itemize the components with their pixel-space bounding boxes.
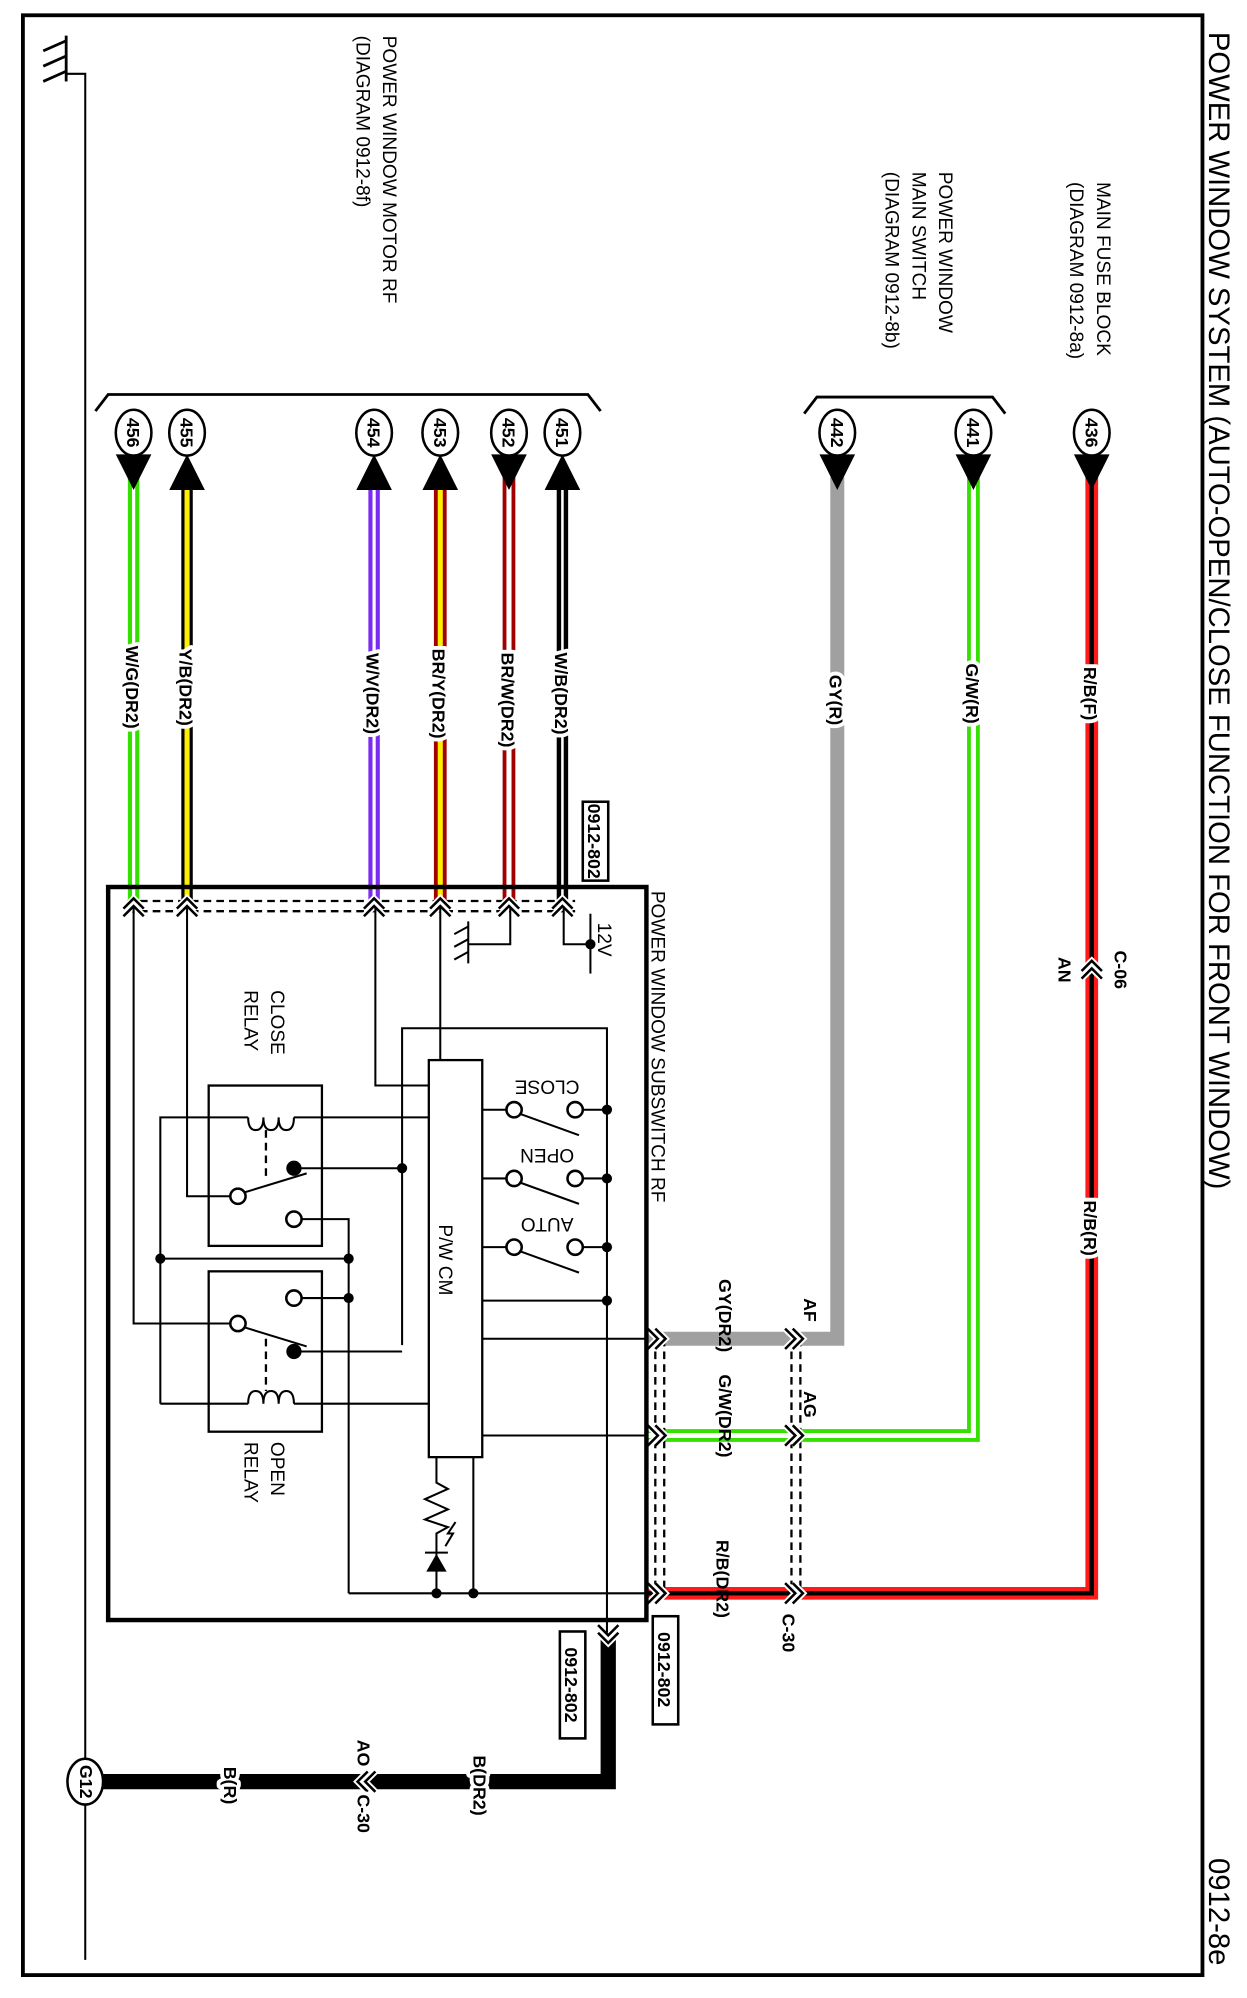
- svg-text:POWER WINDOW MOTOR RF: POWER WINDOW MOTOR RF: [378, 36, 399, 304]
- ground-g12: G12: [66, 1757, 105, 1806]
- terminal-442: 442: [818, 408, 857, 490]
- ground-bus-line: [66, 72, 87, 1960]
- terminal-451: 451: [543, 408, 582, 490]
- wire-label-b-r: B(R): [220, 1767, 240, 1805]
- terminal-441: 441: [954, 408, 993, 490]
- svg-text:452: 452: [499, 418, 519, 448]
- wire-label-r-b-dr2: R/B(DR2): [712, 1540, 732, 1618]
- switch-open: [482, 1169, 613, 1205]
- connector-c06-label: C-06: [1111, 950, 1131, 989]
- svg-text:436: 436: [1081, 418, 1101, 448]
- supply-12v-label: 12V: [593, 923, 614, 957]
- main-fuse-block-label: MAIN FUSE BLOCK (DIAGRAM 0912-8a): [1065, 182, 1113, 359]
- connector-c30b-label: C-30: [354, 1794, 374, 1833]
- svg-text:0912-802: 0912-802: [561, 1647, 581, 1722]
- switch-open-label: OPEN: [520, 1144, 574, 1165]
- svg-text:441: 441: [963, 418, 983, 448]
- subswitch-circuit: [132, 907, 647, 1633]
- connector-ref-box-top: 0912-802: [581, 800, 610, 882]
- page-frame: [20, 13, 1205, 1978]
- wire-label-g-w-r: G/W(R): [962, 663, 982, 723]
- wire-label-b-dr2: B(DR2): [469, 1755, 489, 1815]
- switch-close-label: CLOSE: [515, 1075, 580, 1096]
- wire-g-w: [646, 477, 980, 1442]
- svg-text:G12: G12: [76, 1765, 96, 1799]
- led-icon: [424, 1521, 457, 1572]
- terminal-453: 453: [421, 408, 460, 490]
- wire-label-gy-r: GY(R): [826, 675, 846, 725]
- wire-label-g-w-dr2: G/W(DR2): [715, 1374, 735, 1457]
- svg-text:454: 454: [364, 418, 384, 448]
- wire-r-b: [646, 477, 1099, 1600]
- connector-af-label: AF: [800, 1298, 820, 1322]
- terminal-456: 456: [114, 408, 153, 490]
- svg-text:456: 456: [123, 418, 143, 448]
- svg-text:POWER WINDOW: POWER WINDOW: [934, 172, 955, 333]
- wire-b-ground: [85, 1632, 616, 1790]
- ground-exit-chevron-icon: [598, 1625, 618, 1643]
- motor-label: POWER WINDOW MOTOR RF (DIAGRAM 0912-8f): [351, 36, 399, 304]
- svg-text:0912-802: 0912-802: [584, 804, 604, 879]
- svg-text:(DIAGRAM 0912-8a): (DIAGRAM 0912-8a): [1065, 182, 1086, 359]
- switch-auto-label: AUTO: [521, 1213, 574, 1234]
- main-switch-label: POWER WINDOW MAIN SWITCH (DIAGRAM 0912-8…: [881, 172, 955, 349]
- wire-label-y-b: Y/B(DR2): [175, 649, 195, 726]
- close-relay-label-2: RELAY: [239, 990, 260, 1051]
- right-connector-rows: [648, 1329, 803, 1604]
- connector-ref-box-bottom: 0912-802: [558, 1630, 587, 1740]
- wire-label-br-y: BR/Y(DR2): [429, 649, 449, 739]
- ground-symbol-icon: [42, 35, 68, 83]
- connector-ag-label: AG: [800, 1391, 820, 1418]
- connector-ao-label: AO: [354, 1740, 374, 1767]
- wire-label-w-v: W/V(DR2): [362, 653, 382, 734]
- wire-label-r-b-f: R/B(F): [1080, 667, 1100, 720]
- internal-ground-icon: [453, 921, 470, 964]
- terminal-455: 455: [167, 408, 207, 490]
- svg-text:0912-802: 0912-802: [654, 1632, 674, 1707]
- switch-close: [482, 1100, 613, 1137]
- switch-auto: [482, 1238, 613, 1274]
- page-number: 0912-8e: [1202, 1858, 1234, 1965]
- pw-cm-label: P/W CM: [434, 1224, 455, 1295]
- wire-label-r-b-r: R/B(R): [1080, 1200, 1100, 1255]
- close-relay-label-1: CLOSE: [266, 990, 287, 1055]
- subswitch-box: [105, 884, 649, 1623]
- svg-text:453: 453: [430, 418, 450, 448]
- open-relay-label-2: RELAY: [239, 1442, 260, 1503]
- wire-label-w-b: W/B(DR2): [551, 653, 571, 735]
- connector-an-label: AN: [1055, 957, 1075, 983]
- connector-c30-label: C-30: [779, 1614, 799, 1653]
- main-switch-connector-bracket: [803, 395, 1007, 415]
- terminal-436: 436: [1072, 408, 1111, 490]
- subswitch-label: POWER WINDOW SUBSWITCH RF: [646, 891, 667, 1203]
- terminal-452: 452: [489, 408, 529, 490]
- svg-text:(DIAGRAM 0912-8f): (DIAGRAM 0912-8f): [351, 36, 372, 208]
- motor-connector-bracket: [94, 393, 602, 412]
- open-relay-label-1: OPEN: [266, 1442, 287, 1496]
- svg-text:MAIN FUSE BLOCK: MAIN FUSE BLOCK: [1092, 182, 1113, 356]
- wire-label-w-g: W/G(DR2): [122, 646, 142, 729]
- wire-label-gy-dr2: GY(DR2): [715, 1279, 735, 1352]
- connector-ref-box-right: 0912-802: [651, 1614, 680, 1726]
- wire-gy: [646, 477, 845, 1346]
- wire-label-br-w: BR/W(DR2): [497, 652, 517, 747]
- svg-text:455: 455: [177, 418, 197, 448]
- terminal-454: 454: [355, 408, 394, 490]
- svg-text:MAIN SWITCH: MAIN SWITCH: [907, 172, 928, 300]
- svg-text:442: 442: [827, 418, 847, 448]
- motor-connector-row: [123, 898, 575, 916]
- diagram-title: POWER WINDOW SYSTEM (AUTO-OPEN/CLOSE FUN…: [1202, 32, 1234, 1190]
- svg-text:451: 451: [552, 418, 572, 448]
- svg-text:(DIAGRAM 0912-8b): (DIAGRAM 0912-8b): [881, 172, 902, 349]
